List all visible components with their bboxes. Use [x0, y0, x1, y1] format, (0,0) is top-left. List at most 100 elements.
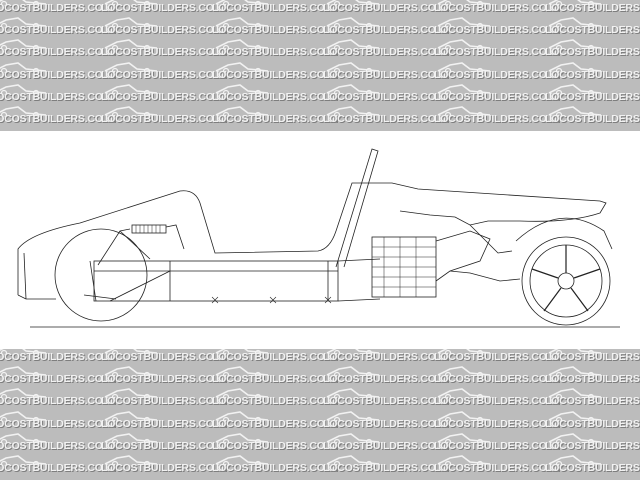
watermark-item: LOCOSTBUILDERS.CO.UK	[321, 83, 453, 105]
car-logo-icon	[437, 432, 491, 444]
rear-spoke-2	[573, 268, 601, 279]
car-logo-icon	[437, 455, 491, 466]
car-logo-icon	[104, 432, 158, 444]
watermark-item: LOCOSTBUILDERS.CO.UK	[210, 105, 342, 127]
watermark-item: LOCOSTBUILDERS.CO.UK	[0, 61, 120, 83]
car-logo-icon	[326, 0, 380, 6]
watermark-item: LOCOSTBUILDERS.CO.UK	[99, 349, 231, 365]
watermark-text: LOCOSTBUILDERS.CO.UK	[212, 2, 343, 14]
car-logo-icon	[0, 61, 47, 73]
car-logo-icon	[215, 388, 269, 400]
watermark-text: LOCOSTBUILDERS.CO.UK	[101, 2, 232, 14]
chassis-node-2	[269, 296, 277, 304]
watermark-item: LOCOSTBUILDERS.CO.UK	[432, 454, 564, 476]
rear-wheel	[521, 236, 611, 326]
watermark-item: LOCOSTBUILDERS.CO.UK	[99, 365, 231, 387]
watermark-text: LOCOSTBUILDERS.CO.UK	[0, 462, 121, 474]
watermark-text: LOCOSTBUILDERS.CO.UK	[101, 351, 232, 363]
watermark-item: LOCOSTBUILDERS.CO.UK	[432, 38, 564, 60]
car-logo-icon	[326, 106, 380, 117]
chassis-rear-bottom	[337, 298, 381, 302]
watermark-item: LOCOSTBUILDERS.CO.UK	[99, 61, 231, 83]
watermark-item: LOCOSTBUILDERS.CO.UK	[543, 349, 640, 365]
watermark-text: LOCOSTBUILDERS.CO.UK	[101, 417, 232, 430]
rear-spoke-5	[531, 268, 559, 279]
car-logo-icon	[326, 366, 380, 378]
car-logo-icon	[548, 349, 602, 355]
watermark-item: LOCOSTBUILDERS.CO.UK	[543, 432, 640, 454]
watermark-item: LOCOSTBUILDERS.CO.UK	[543, 61, 640, 83]
watermark-item: LOCOSTBUILDERS.CO.UK	[99, 432, 231, 454]
car-logo-icon	[215, 61, 269, 73]
watermark-item: LOCOSTBUILDERS.CO.UK	[432, 365, 564, 387]
watermark-item: LOCOSTBUILDERS.CO.UK	[321, 349, 453, 365]
watermark-item: LOCOSTBUILDERS.CO.UK	[99, 83, 231, 105]
watermark-item: LOCOSTBUILDERS.CO.UK	[543, 454, 640, 476]
watermark-item: LOCOSTBUILDERS.CO.UK	[432, 410, 564, 432]
car-logo-icon	[548, 39, 602, 51]
chassis-node-3	[324, 296, 332, 304]
watermark-item: LOCOSTBUILDERS.CO.UK	[321, 387, 453, 409]
watermark-text: LOCOSTBUILDERS.CO.UK	[0, 46, 121, 59]
watermark-item: LOCOSTBUILDERS.CO.UK	[0, 105, 120, 127]
watermark-text: LOCOSTBUILDERS.CO.UK	[212, 417, 343, 430]
car-logo-icon	[0, 349, 47, 355]
watermark-text: LOCOSTBUILDERS.CO.UK	[101, 462, 232, 474]
watermark-item: LOCOSTBUILDERS.CO.UK	[99, 105, 231, 127]
car-logo-icon	[104, 388, 158, 400]
watermark-text: LOCOSTBUILDERS.CO.UK	[434, 417, 565, 430]
watermark-text: LOCOSTBUILDERS.CO.UK	[434, 462, 565, 474]
watermark-item: LOCOSTBUILDERS.CO.UK	[543, 38, 640, 60]
car-logo-icon	[0, 366, 47, 378]
car-logo-icon	[215, 39, 269, 51]
watermark-text: LOCOSTBUILDERS.CO.UK	[101, 373, 232, 386]
watermark-item: LOCOSTBUILDERS.CO.UK	[432, 16, 564, 38]
car-logo-icon	[104, 455, 158, 466]
watermark-item: LOCOSTBUILDERS.CO.UK	[99, 387, 231, 409]
watermark-text: LOCOSTBUILDERS.CO.UK	[0, 2, 121, 14]
car-logo-icon	[548, 455, 602, 466]
watermark-text: LOCOSTBUILDERS.CO.UK	[101, 68, 232, 81]
car-logo-icon	[326, 61, 380, 73]
swingarm	[449, 270, 521, 282]
nose-line	[23, 252, 27, 300]
watermark-item: LOCOSTBUILDERS.CO.UK	[432, 387, 564, 409]
watermark-item: LOCOSTBUILDERS.CO.UK	[210, 16, 342, 38]
watermark-text: LOCOSTBUILDERS.CO.UK	[0, 417, 121, 430]
front-hub	[83, 260, 117, 302]
watermark-text: LOCOSTBUILDERS.CO.UK	[0, 24, 121, 37]
car-logo-icon	[104, 61, 158, 73]
watermark-item: LOCOSTBUILDERS.CO.UK	[321, 0, 453, 16]
car-logo-icon	[326, 388, 380, 400]
watermark-text: LOCOSTBUILDERS.CO.UK	[212, 373, 343, 386]
watermark-text: LOCOSTBUILDERS.CO.UK	[323, 462, 454, 474]
watermark-item: LOCOSTBUILDERS.CO.UK	[0, 349, 120, 365]
car-logo-icon	[104, 410, 158, 422]
chassis-rails	[93, 260, 339, 302]
watermark-text: LOCOSTBUILDERS.CO.UK	[545, 373, 640, 386]
car-drawing-svg	[17, 148, 620, 328]
watermark-item: LOCOSTBUILDERS.CO.UK	[0, 387, 120, 409]
car-logo-icon	[104, 349, 158, 355]
watermark-item: LOCOSTBUILDERS.CO.UK	[210, 38, 342, 60]
car-logo-icon	[104, 0, 158, 6]
watermark-item: LOCOSTBUILDERS.CO.UK	[210, 432, 342, 454]
lower-wishbone	[109, 270, 171, 302]
car-logo-icon	[215, 432, 269, 444]
car-logo-icon	[104, 39, 158, 51]
watermark-text: LOCOSTBUILDERS.CO.UK	[212, 351, 343, 363]
watermark-item: LOCOSTBUILDERS.CO.UK	[432, 83, 564, 105]
chassis-node-1	[211, 296, 219, 304]
car-logo-icon	[548, 106, 602, 117]
watermark-item: LOCOSTBUILDERS.CO.UK	[210, 387, 342, 409]
watermark-item: LOCOSTBUILDERS.CO.UK	[321, 410, 453, 432]
watermark-item: LOCOSTBUILDERS.CO.UK	[210, 349, 342, 365]
watermark-item: LOCOSTBUILDERS.CO.UK	[99, 38, 231, 60]
front-upright	[97, 228, 131, 266]
watermark-item: LOCOSTBUILDERS.CO.UK	[321, 38, 453, 60]
watermark-text: LOCOSTBUILDERS.CO.UK	[545, 46, 640, 59]
watermark-text: LOCOSTBUILDERS.CO.UK	[101, 395, 232, 408]
watermark-item: LOCOSTBUILDERS.CO.UK	[432, 432, 564, 454]
car-logo-icon	[437, 349, 491, 355]
watermark-text: LOCOSTBUILDERS.CO.UK	[323, 439, 454, 452]
